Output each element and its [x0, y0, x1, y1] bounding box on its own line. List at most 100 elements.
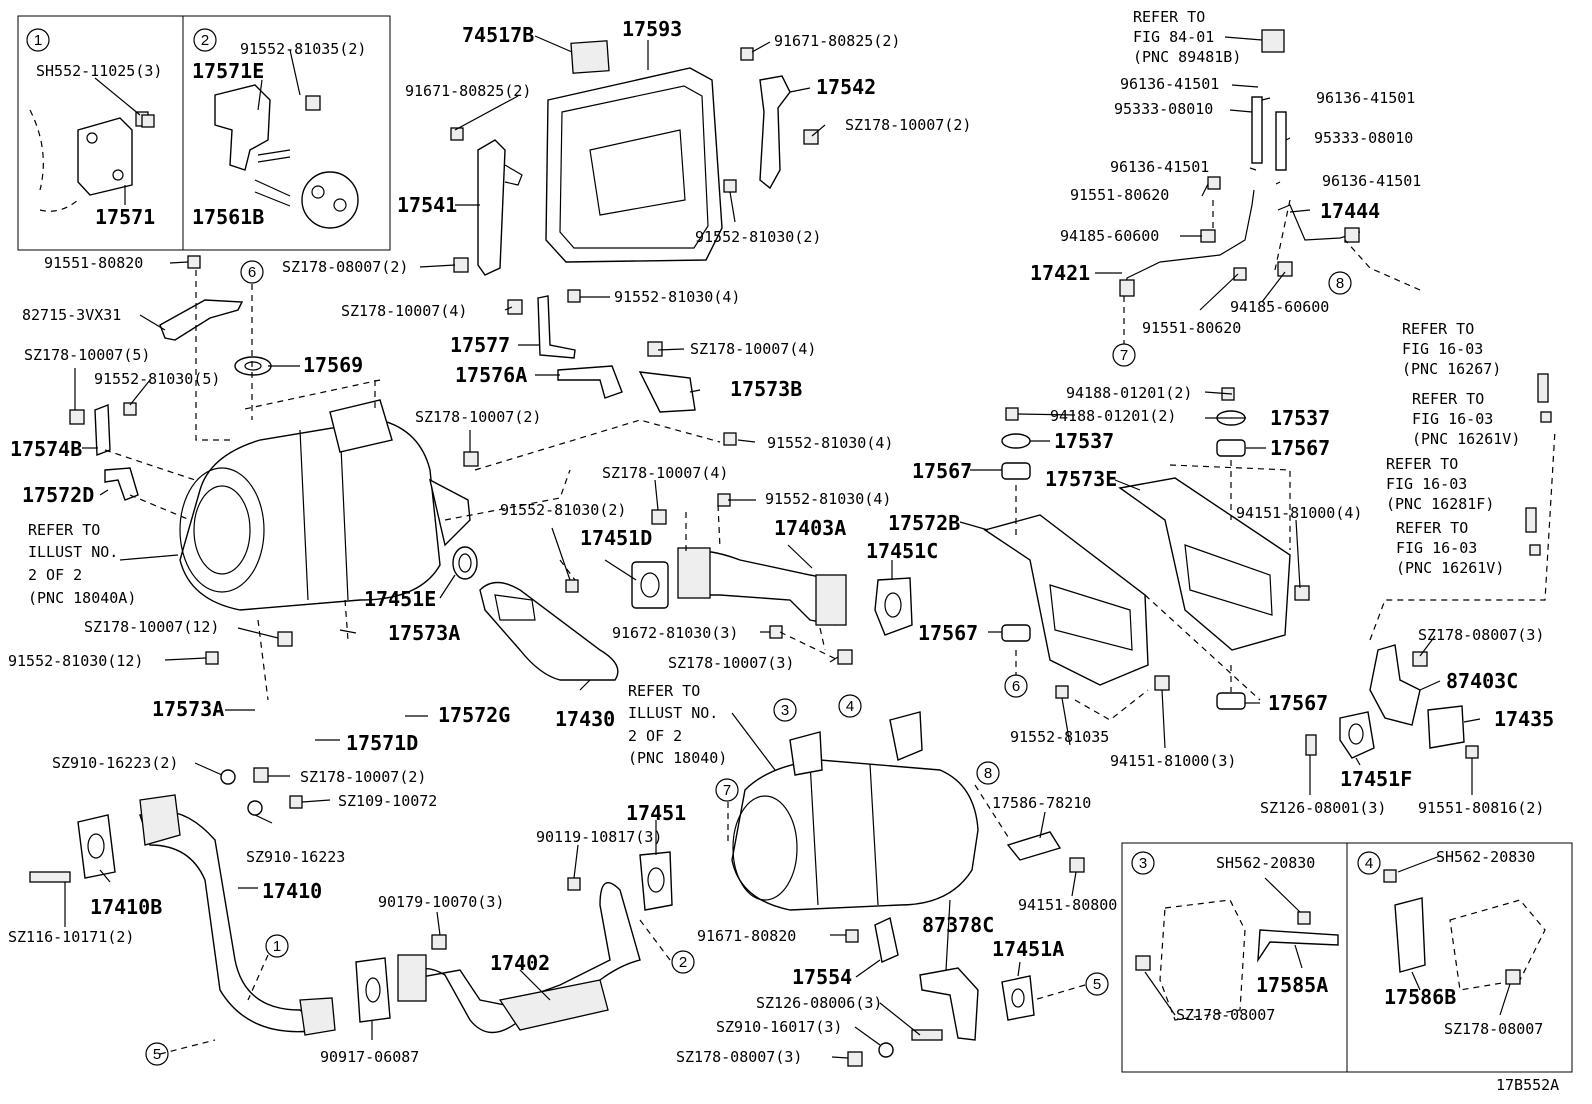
callout-2-inset: 2	[193, 28, 217, 52]
label-91552-81030-2-a: 91552-81030(2)	[695, 228, 821, 246]
label-17571e: 17571E	[192, 59, 264, 83]
label-17573a-a: 17573A	[388, 621, 460, 645]
label-17451: 17451	[626, 801, 686, 825]
label-17402: 17402	[490, 951, 550, 975]
callout-5-right: 5	[1085, 972, 1109, 996]
label-refer-illust-a: REFER TO	[28, 521, 100, 539]
label-91552-81030-5: 91552-81030(5)	[94, 370, 220, 388]
label-refer-84-01: REFER TO	[1133, 8, 1205, 26]
callout-7-top: 7	[1112, 343, 1136, 367]
callout-6-top: 6	[240, 260, 264, 284]
label-94151-81000-3: 94151-81000(3)	[1110, 752, 1236, 770]
label-94151-80800: 94151-80800	[1018, 896, 1117, 914]
label-refer-illust-a-of: 2 OF 2	[28, 566, 82, 584]
label-90179-10070-3: 90179-10070(3)	[378, 893, 504, 911]
part-17569-gasket	[234, 356, 272, 376]
svg-text:4: 4	[1365, 855, 1373, 872]
part-17586b-stay	[1394, 897, 1546, 991]
part-17554-bracket	[874, 916, 899, 963]
label-refer-16261v-fig: FIG 16-03	[1412, 410, 1493, 428]
label-94151-81000-4: 94151-81000(4)	[1236, 504, 1362, 522]
svg-text:6: 6	[248, 264, 256, 281]
part-17403a-pipe	[677, 547, 847, 626]
label-17572d: 17572D	[22, 483, 94, 507]
part-18040a-converter	[179, 399, 471, 611]
callout-4-mid: 4	[838, 694, 862, 718]
part-17542-bracket	[759, 75, 791, 190]
label-17451e: 17451E	[364, 587, 436, 611]
callout-8-top: 8	[1328, 271, 1352, 295]
label-refer-illust-b: REFER TO	[628, 682, 700, 700]
label-sh562-20830-b: SH562-20830	[1436, 848, 1535, 866]
label-17561b: 17561B	[192, 205, 264, 229]
label-17435: 17435	[1494, 707, 1554, 731]
part-17567-cushion-b	[1216, 439, 1246, 457]
label-17444: 17444	[1320, 199, 1380, 223]
part-17573b-bracket	[638, 371, 696, 413]
label-17572b: 17572B	[888, 511, 960, 535]
label-91671-80825-2-b: 91671-80825(2)	[405, 82, 531, 100]
label-17569: 17569	[303, 353, 363, 377]
part-17444-pipe	[1277, 204, 1361, 243]
label-91552-81030-4-b: 91552-81030(4)	[767, 434, 893, 452]
label-17586b: 17586B	[1384, 985, 1456, 1009]
label-refer-16261v-2-fig: FIG 16-03	[1396, 539, 1477, 557]
inset-box-3-4	[1121, 842, 1573, 1073]
label-87403c: 87403C	[1446, 669, 1518, 693]
label-sz178-10007-4-b: SZ178-10007(4)	[690, 340, 816, 358]
label-sz910-16017-3: SZ910-16017(3)	[716, 1018, 842, 1036]
label-17573b: 17573B	[730, 377, 802, 401]
label-sz178-08007-a: SZ178-08007	[1176, 1006, 1275, 1024]
label-91552-81035: 91552-81035	[1010, 728, 1109, 746]
part-17430-pipe	[479, 581, 619, 681]
label-sz178-10007-2-c: SZ178-10007(2)	[300, 768, 426, 786]
label-17403a: 17403A	[774, 516, 846, 540]
part-17402-center-pipe	[397, 882, 641, 1034]
part-17572b-bracket	[983, 514, 1149, 686]
svg-text:8: 8	[1336, 275, 1344, 292]
label-94185-60600-b: 94185-60600	[1230, 298, 1329, 316]
svg-text:3: 3	[1139, 855, 1147, 872]
callout-5-left: 5	[145, 1042, 169, 1066]
part-17574b-stay	[94, 403, 111, 457]
part-17421-pipe	[1119, 189, 1255, 297]
label-94188-01201-2-b: 94188-01201(2)	[1050, 407, 1176, 425]
label-refer-16261v-pnc: (PNC 16261V)	[1412, 430, 1520, 448]
label-sz178-10007-12: SZ178-10007(12)	[84, 618, 219, 636]
label-17451d: 17451D	[580, 526, 652, 550]
label-17451c: 17451C	[866, 539, 938, 563]
label-91551-80816-2: 91551-80816(2)	[1418, 799, 1544, 817]
label-17410b: 17410B	[90, 895, 162, 919]
label-17573e: 17573E	[1045, 467, 1117, 491]
label-91552-81030-4-c: 91552-81030(4)	[765, 490, 891, 508]
part-sz116-10171-stud	[29, 871, 71, 883]
svg-text:1: 1	[34, 32, 42, 49]
part-17561b-hanger	[254, 171, 359, 229]
label-17410: 17410	[262, 879, 322, 903]
label-sz126-08001-3: SZ126-08001(3)	[1260, 799, 1386, 817]
label-17567-a: 17567	[912, 459, 972, 483]
label-sz910-16223: SZ910-16223	[246, 848, 345, 866]
label-17537-a: 17537	[1054, 429, 1114, 453]
label-17573a-b: 17573A	[152, 697, 224, 721]
svg-text:5: 5	[153, 1046, 161, 1063]
label-refer-84-01-fig: FIG 84-01	[1133, 28, 1214, 46]
label-17541: 17541	[397, 193, 457, 217]
label-sh552-11025-3: SH552-11025(3)	[36, 62, 162, 80]
label-sz178-08007-3-a: SZ178-08007(3)	[1418, 626, 1544, 644]
part-17451f-gasket	[1339, 711, 1375, 759]
label-91671-80825-2-a: 91671-80825(2)	[774, 32, 900, 50]
part-89481b-sensor	[1261, 29, 1285, 53]
label-91672-81030-3: 91672-81030(3)	[612, 624, 738, 642]
label-refer-illust-a-no: ILLUST NO.	[28, 543, 118, 561]
label-17567-c: 17567	[918, 621, 978, 645]
label-96136-41501-a: 96136-41501	[1120, 75, 1219, 93]
part-95333-08010-hose-a	[1251, 96, 1263, 164]
part-17571-bracket	[29, 109, 149, 212]
label-91551-80620-a: 91551-80620	[1070, 186, 1169, 204]
callout-2-bottom: 2	[671, 950, 695, 974]
label-96136-41501-c: 96136-41501	[1110, 158, 1209, 176]
svg-text:2: 2	[201, 32, 209, 49]
